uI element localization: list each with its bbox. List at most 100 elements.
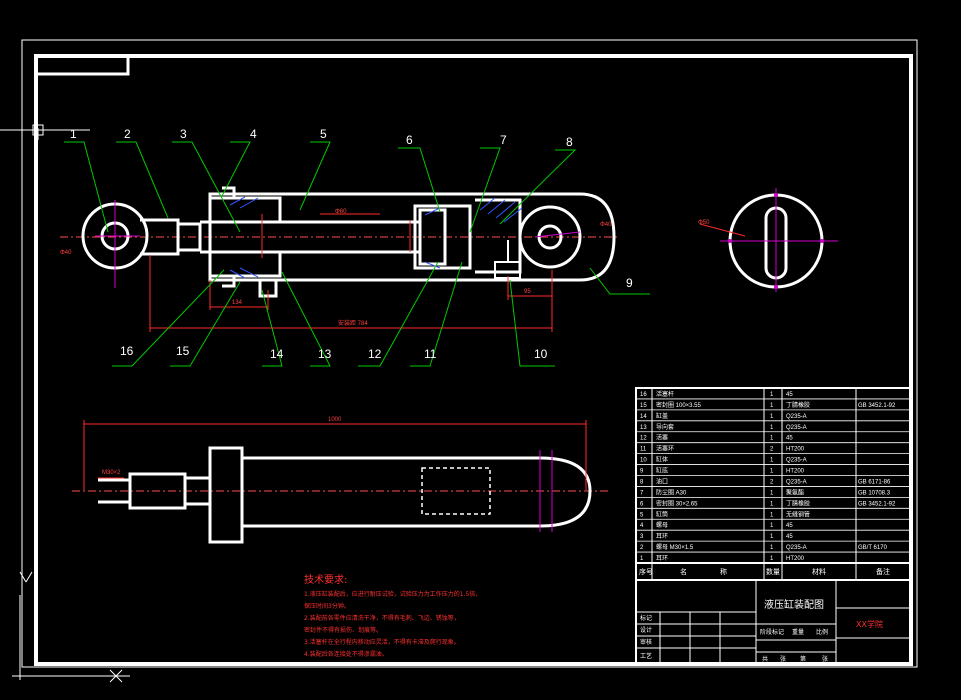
parts-row-no: 7 — [640, 490, 644, 496]
part-no-8: 8 — [566, 135, 573, 149]
tb-sheets: 张 — [780, 655, 786, 663]
parts-row-qty: 1 — [770, 458, 774, 464]
parts-row-name: 活塞杆 — [656, 390, 674, 398]
tb-process: 工艺 — [640, 652, 652, 660]
parts-row-material: HT200 — [786, 447, 805, 453]
cylinder-section-view — [60, 186, 620, 332]
part-no-5: 5 — [320, 127, 327, 141]
tb-stage: 阶段标记 — [760, 628, 784, 636]
parts-row-note: GB 3452.1-92 — [858, 501, 896, 507]
parts-row-qty: 1 — [770, 523, 774, 529]
tb-total: 共 — [762, 655, 768, 663]
parts-row-material: 45 — [786, 436, 793, 442]
parts-row-no: 16 — [640, 392, 647, 398]
header-name: 名 — [680, 567, 687, 576]
parts-row-no: 13 — [640, 425, 647, 431]
school-name: XX学院 — [856, 619, 883, 629]
parts-row-material: HT200 — [786, 556, 805, 562]
parts-row-no: 4 — [640, 523, 644, 529]
parts-row-no: 3 — [640, 534, 644, 540]
parts-row-name: 密封圈 100×3.55 — [656, 401, 702, 409]
parts-row-note: GB 3452.1-92 — [858, 403, 896, 409]
part-no-1: 1 — [70, 127, 77, 141]
dim-left-eye: Φ40 — [60, 250, 72, 256]
parts-row-material: 丁腈橡胶 — [786, 401, 810, 409]
dim-total-length: 安装距 784 — [338, 319, 368, 327]
parts-row-qty: 1 — [770, 501, 774, 507]
parts-row-name: 防尘圈 A30 — [656, 488, 687, 496]
parts-row-material: 45 — [786, 534, 793, 540]
parts-row-no: 6 — [640, 501, 644, 507]
parts-row-material: HT200 — [786, 469, 805, 475]
header-material: 材料 — [812, 567, 826, 576]
parts-row-no: 1 — [640, 556, 644, 562]
part-no-6: 6 — [406, 133, 413, 147]
tb-mark: 标记 — [640, 614, 652, 622]
tech-req-line-5: 3.活塞杆在全行程内移动应灵活，不得有卡滞及爬行现象。 — [304, 638, 460, 646]
part-no-13: 13 — [318, 347, 332, 361]
dim-bottom-length: 1000 — [328, 417, 342, 423]
parts-row-material: 无缝钢管 — [786, 510, 810, 518]
parts-row-no: 8 — [640, 479, 644, 485]
tb-design: 设计 — [640, 626, 652, 634]
parts-row-no: 15 — [640, 403, 647, 409]
parts-row-note: GB 10708.3 — [858, 490, 891, 496]
parts-row-material: Q235-A — [786, 425, 807, 431]
part-no-3: 3 — [180, 127, 187, 141]
parts-row-no: 9 — [640, 469, 644, 475]
parts-row-name: 活塞 — [656, 434, 668, 442]
parts-row-no: 14 — [640, 414, 647, 420]
corner-code-box — [36, 54, 130, 76]
tech-req-line-6: 4.装配后各连接处不得渗漏油。 — [304, 650, 388, 658]
tech-req-lines: 1.液压缸装配后，应进行耐压试验，试验压力为工作压力的1.5倍， 保压时间3分钟… — [304, 590, 481, 658]
tech-req-line-1: 1.液压缸装配后，应进行耐压试验，试验压力为工作压力的1.5倍， — [304, 590, 481, 598]
tb-sheet2: 张 — [822, 655, 828, 663]
parts-row-qty: 1 — [770, 414, 774, 420]
header-no: 序号 — [639, 567, 653, 576]
dim-right-eye: Φ40 — [600, 222, 612, 228]
drawing-title: 液压缸装配图 — [764, 598, 824, 611]
parts-row-name: 缸底 — [656, 467, 668, 475]
parts-row-name: 缸盖 — [656, 412, 668, 420]
title-block-grid — [635, 579, 911, 665]
parts-row-note: GB/T 6170 — [858, 545, 888, 551]
parts-row-qty: 1 — [770, 436, 774, 442]
dim-end-view: Φ50 — [698, 220, 710, 226]
parts-row-note: GB 6171-86 — [858, 479, 891, 485]
parts-row-name: 密封圈 30×2.65 — [656, 499, 698, 507]
outer-frame — [21, 39, 918, 668]
title-block-labels: 标记 设计 审核 工艺 阶段标记 重量 比例 共 张 第 张 — [640, 614, 828, 663]
parts-row-no: 12 — [640, 436, 647, 442]
dim-port-span: 95 — [524, 289, 531, 295]
part-no-10: 10 — [534, 347, 548, 361]
part-no-15: 15 — [176, 344, 190, 358]
exterior-view — [72, 420, 610, 544]
header-note: 备注 — [876, 567, 890, 576]
part-no-7: 7 — [500, 133, 507, 147]
parts-row-qty: 1 — [770, 469, 774, 475]
parts-row-no: 10 — [640, 458, 647, 464]
parts-row-qty: 2 — [770, 447, 774, 453]
parts-row-no: 2 — [640, 545, 644, 551]
tech-req-line-2: 保压时间3分钟。 — [304, 602, 350, 610]
ucs-icon — [0, 124, 130, 683]
parts-row-name: 缸筒 — [656, 510, 668, 518]
parts-row-name: 缸体 — [656, 456, 668, 464]
parts-list-header: 序号 名 称 数量 材料 备注 — [639, 567, 890, 576]
parts-row-name: 活塞环 — [656, 445, 674, 453]
parts-row-qty: 2 — [770, 479, 774, 485]
header-name2: 称 — [720, 567, 727, 576]
tb-sheet: 第 — [800, 655, 806, 663]
parts-row-material: 丁腈橡胶 — [786, 499, 810, 507]
tb-scale: 比例 — [816, 628, 828, 636]
part-leaders — [64, 141, 650, 367]
dim-bottom-thread: M30×2 — [102, 470, 121, 476]
parts-row-qty: 1 — [770, 403, 774, 409]
parts-row-qty: 1 — [770, 534, 774, 540]
parts-row-name: 油口 — [656, 477, 668, 485]
part-no-14: 14 — [270, 347, 284, 361]
part-no-11: 11 — [424, 347, 437, 361]
part-no-2: 2 — [124, 127, 131, 141]
